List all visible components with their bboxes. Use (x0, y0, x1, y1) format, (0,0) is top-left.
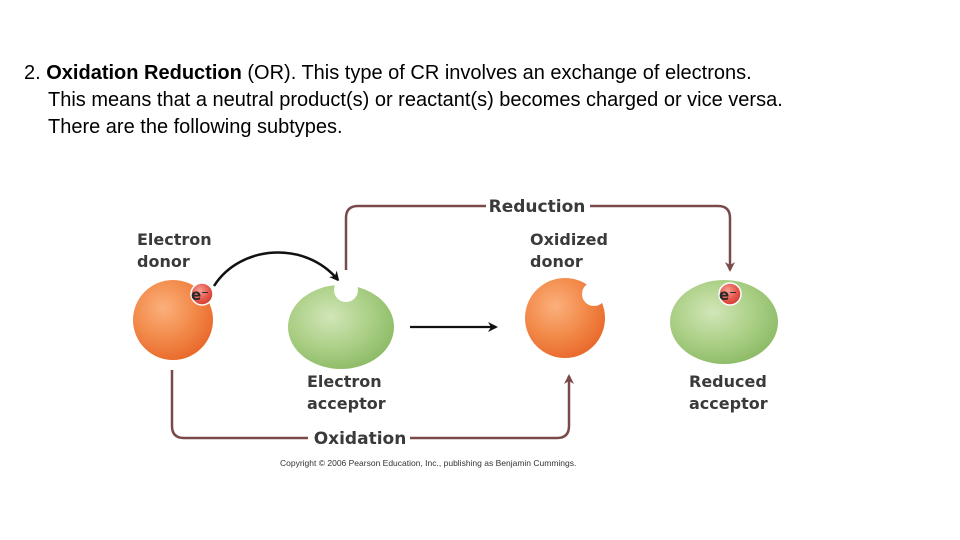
reduced-acceptor-label-line2: acceptor (689, 394, 768, 413)
donor-electron-icon: e⁻ (190, 282, 214, 306)
oxidation-path (170, 370, 574, 440)
acceptor-electron-symbol: e⁻ (719, 286, 737, 304)
oxidized-donor-label-line1: Oxidized (530, 230, 608, 249)
electron-acceptor-label-line1: Electron (307, 372, 382, 391)
reduction-label: Reduction (489, 197, 586, 217)
text-line-1: 2. Oxidation Reduction (OR). This type o… (24, 60, 944, 87)
text-line-3: There are the following subtypes. (48, 116, 343, 138)
term-oxidation-reduction: Oxidation Reduction (46, 62, 242, 84)
electron-acceptor-shape (288, 278, 394, 369)
oxidized-donor-label-line2: donor (530, 252, 583, 271)
electron-donor-label-line1: Electron (137, 230, 212, 249)
acceptor-electron-icon: e⁻ (718, 282, 742, 306)
line-1-rest: (OR). This type of CR involves an exchan… (241, 62, 752, 84)
reduced-acceptor-shape (670, 280, 778, 364)
electron-donor-label-line2: donor (137, 252, 190, 271)
text-line-2: This means that a neutral product(s) or … (48, 89, 783, 111)
electron-acceptor-label-line2: acceptor (307, 394, 386, 413)
donor-electron-symbol: e⁻ (191, 286, 209, 304)
oxidized-donor-sphere (525, 278, 606, 358)
copyright-notice: Copyright © 2006 Pearson Education, Inc.… (280, 458, 576, 468)
electron-transfer-arrow (212, 251, 340, 287)
slide-body-text: 2. Oxidation Reduction (OR). This type o… (24, 60, 944, 141)
oxidation-label: Oxidation (314, 429, 407, 449)
reduced-acceptor-label-line1: Reduced (689, 372, 767, 391)
reduction-path (344, 204, 735, 272)
item-number: 2. (24, 62, 41, 84)
